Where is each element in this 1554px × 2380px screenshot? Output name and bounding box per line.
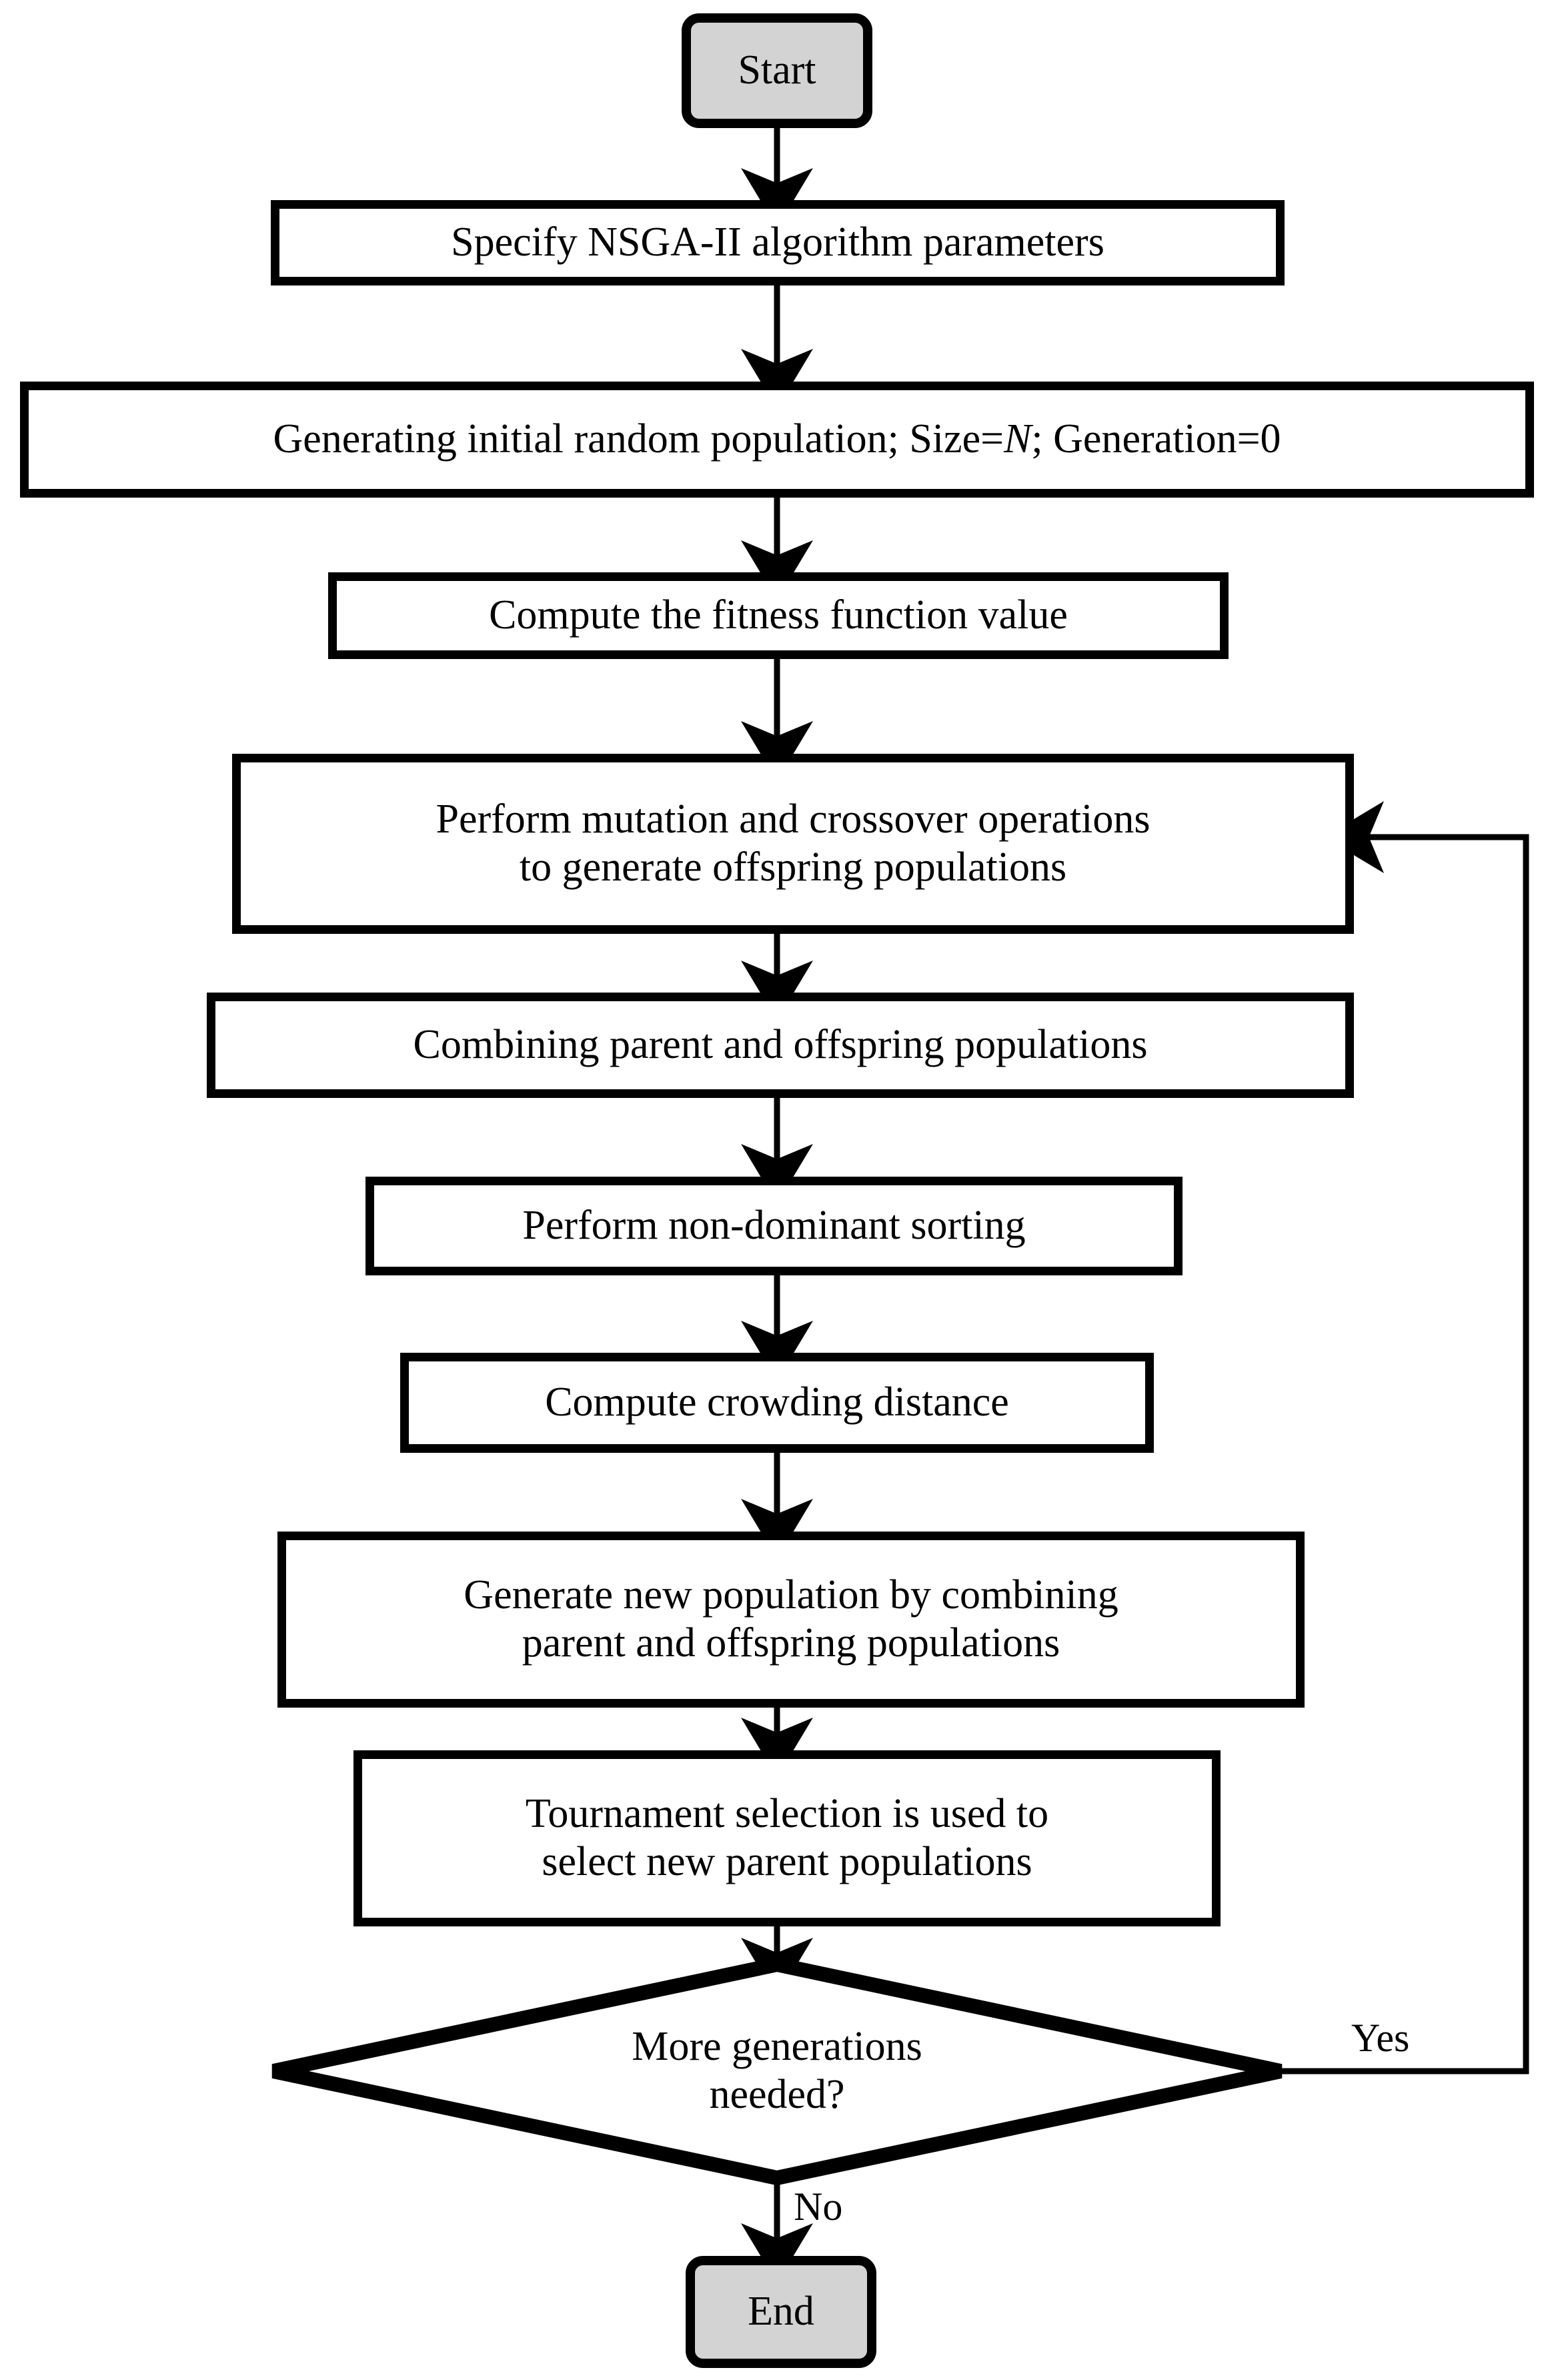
node-end-label: End	[748, 2289, 814, 2335]
node-start[interactable]: Start	[682, 13, 872, 128]
node-non-dominant-sorting-label: Perform non-dominant sorting	[522, 1203, 1026, 1249]
node-crowding-distance[interactable]: Compute crowding distance	[400, 1353, 1154, 1453]
node-mutation-crossover-label: Perform mutation and crossover operation…	[436, 796, 1150, 890]
node-specify-parameters-label: Specify NSGA-II algorithm parameters	[451, 219, 1104, 265]
node-init-population-text-after: ; Generation=0	[1031, 416, 1281, 462]
node-generate-new-population-label: Generate new population by combining par…	[464, 1572, 1118, 1666]
node-start-label: Start	[738, 47, 816, 93]
node-tournament-selection[interactable]: Tournament selection is used to select n…	[353, 1750, 1221, 1926]
node-non-dominant-sorting[interactable]: Perform non-dominant sorting	[365, 1177, 1183, 1275]
node-crowding-distance-label: Compute crowding distance	[545, 1379, 1009, 1425]
node-combine-populations[interactable]: Combining parent and offspring populatio…	[207, 993, 1354, 1098]
node-init-population-size-symbol: N	[1004, 416, 1032, 462]
node-specify-parameters[interactable]: Specify NSGA-II algorithm parameters	[271, 200, 1285, 285]
node-compute-fitness-label: Compute the fitness function value	[489, 592, 1068, 638]
node-init-population-label: Generating initial random population; Si…	[266, 416, 1287, 464]
node-end[interactable]: End	[686, 2256, 876, 2368]
node-init-population-text-before: Generating initial random population; Si…	[273, 416, 1004, 462]
node-combine-populations-label: Combining parent and offspring populatio…	[413, 1022, 1148, 1068]
node-tournament-selection-label: Tournament selection is used to select n…	[525, 1791, 1049, 1884]
node-init-population[interactable]: Generating initial random population; Si…	[20, 382, 1534, 498]
node-more-generations[interactable]: More generations needed?	[467, 1978, 1087, 2165]
node-compute-fitness[interactable]: Compute the fitness function value	[328, 572, 1229, 659]
connector-yes-feedback	[1281, 801, 1529, 2074]
edge-label-yes: Yes	[1351, 2016, 1410, 2060]
node-generate-new-population[interactable]: Generate new population by combining par…	[277, 1532, 1305, 1708]
edge-label-no: No	[794, 2185, 843, 2229]
node-mutation-crossover[interactable]: Perform mutation and crossover operation…	[232, 754, 1354, 934]
node-more-generations-label: More generations needed?	[632, 2024, 922, 2117]
